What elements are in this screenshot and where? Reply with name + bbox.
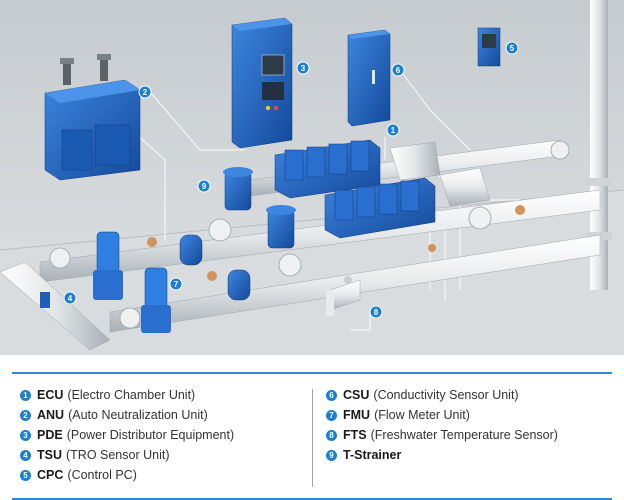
legend-description: (TRO Sensor Unit) — [66, 448, 170, 462]
legend-abbreviation: ANU — [37, 408, 65, 422]
callout-2-label: 2 — [143, 88, 148, 97]
legend-description: (Power Distributor Equipment) — [66, 428, 235, 442]
legend-top-rule — [12, 372, 612, 374]
legend-bottom-rule — [12, 498, 612, 500]
legend-item: 9 T-Strainer — [326, 445, 558, 465]
t-strainers — [223, 167, 296, 249]
legend-abbreviation: T-Strainer — [343, 448, 402, 462]
callout-1: 1 — [386, 123, 400, 137]
callout-6-label: 6 — [396, 66, 401, 75]
valves — [147, 205, 525, 284]
legend-number-badge: 1 — [20, 389, 31, 401]
legend-abbreviation: TSU — [37, 448, 62, 462]
ecu-units — [274, 139, 436, 239]
legend-number-badge: 6 — [326, 389, 337, 401]
callout-9: 9 — [197, 179, 211, 193]
callout-3-label: 3 — [301, 64, 306, 73]
legend-divider — [312, 389, 313, 487]
anu-cabinet — [44, 54, 141, 181]
legend-description: (Auto Neutralization Unit) — [68, 408, 208, 422]
callout-7-label: 7 — [174, 280, 179, 289]
legend-item: 1 ECU(Electro Chamber Unit) — [20, 385, 234, 405]
legend-description: (Flow Meter Unit) — [374, 408, 470, 422]
callout-3: 3 — [296, 61, 310, 75]
legend-number-badge: 3 — [20, 429, 31, 441]
legend-abbreviation: ECU — [37, 388, 64, 402]
legend-abbreviation: PDE — [37, 428, 63, 442]
riser-pipe — [590, 0, 608, 290]
callout-4: 4 — [63, 291, 77, 305]
callout-4-label: 4 — [68, 294, 73, 303]
legend-description: (Electro Chamber Unit) — [67, 388, 196, 402]
system-diagram: 1 2 3 4 5 6 7 8 9 — [0, 0, 624, 355]
csu-cabinet — [347, 29, 391, 127]
legend-number-badge: 2 — [20, 409, 31, 421]
pde-cabinet — [231, 17, 293, 149]
callout-markers: 1 2 3 4 5 6 7 8 9 — [63, 41, 519, 319]
legend-number-badge: 7 — [326, 409, 337, 421]
legend-item: 5 CPC(Control PC) — [20, 465, 234, 485]
pumps — [40, 231, 171, 333]
legend-item: 6 CSU(Conductivity Sensor Unit) — [326, 385, 558, 405]
legend-abbreviation: FTS — [343, 428, 367, 442]
callout-8: 8 — [369, 305, 383, 319]
callout-8-label: 8 — [374, 308, 379, 317]
callout-6: 6 — [391, 63, 405, 77]
callout-5-label: 5 — [510, 44, 515, 53]
fmu-units — [179, 234, 251, 301]
callout-7: 7 — [169, 277, 183, 291]
legend-item: 8 FTS(Freshwater Temperature Sensor) — [326, 425, 558, 445]
legend-item: 2 ANU(Auto Neutralization Unit) — [20, 405, 234, 425]
callout-1-label: 1 — [391, 126, 396, 135]
callout-5: 5 — [505, 41, 519, 55]
legend-column-right: 6 CSU(Conductivity Sensor Unit) 7 FMU(Flow… — [326, 385, 558, 465]
legend-item: 7 FMU(Flow Meter Unit) — [326, 405, 558, 425]
legend-number-badge: 5 — [20, 469, 31, 481]
legend-abbreviation: CPC — [37, 468, 64, 482]
legend-number-badge: 4 — [20, 449, 31, 461]
cpc-panel — [477, 27, 501, 67]
legend-item: 4 TSU (TRO Sensor Unit) — [20, 445, 234, 465]
legend-description: (Freshwater Temperature Sensor) — [370, 428, 558, 442]
legend-description: (Control PC) — [67, 468, 137, 482]
legend-item: 3 PDE(Power Distributor Equipment) — [20, 425, 234, 445]
callout-2: 2 — [138, 85, 152, 99]
legend-number-badge: 8 — [326, 429, 337, 441]
callout-9-label: 9 — [202, 182, 207, 191]
legend-number-badge: 9 — [326, 449, 337, 461]
legend-column-left: 1 ECU(Electro Chamber Unit) 2 ANU(Auto Neu… — [20, 385, 234, 485]
legend-abbreviation: CSU — [343, 388, 370, 402]
legend-abbreviation: FMU — [343, 408, 371, 422]
legend: 1 ECU(Electro Chamber Unit) 2 ANU(Auto Neu… — [0, 355, 624, 500]
legend-description: (Conductivity Sensor Unit) — [373, 388, 519, 402]
